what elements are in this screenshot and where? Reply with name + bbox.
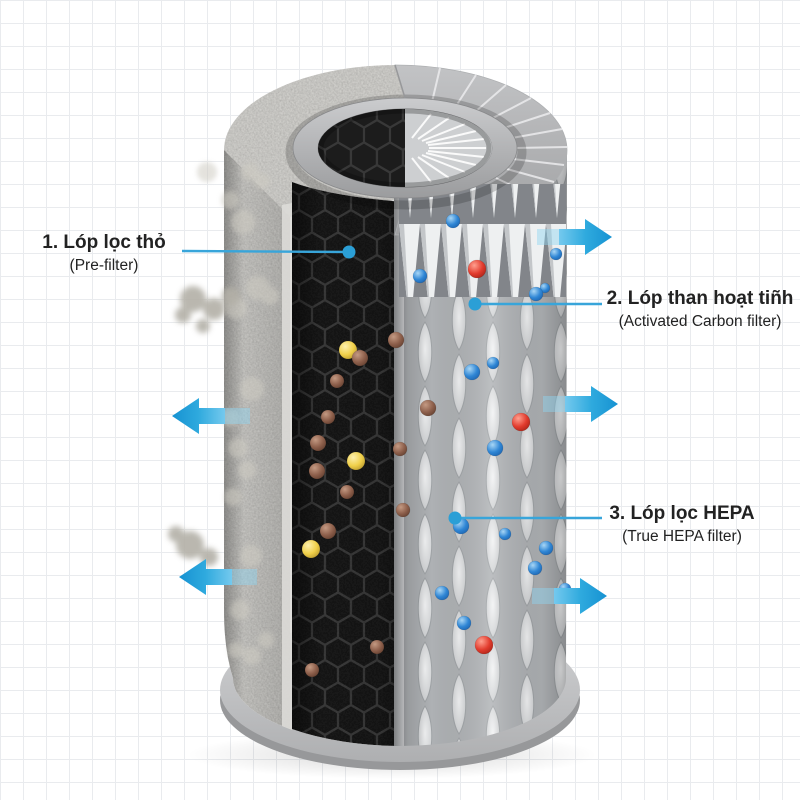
- airflow-arrow-right: [565, 386, 618, 422]
- foam-cut-edge: [282, 203, 292, 730]
- label-hepa: 3. Lóp lọc HEPA (True HEPA filter): [582, 502, 782, 546]
- label-activated-carbon: 2. Lóp than hoạt tiñh (Activated Carbon …: [600, 287, 800, 331]
- airflow-arrow-left: [172, 398, 225, 434]
- label-hepa-subtitle: (True HEPA filter): [622, 527, 742, 545]
- label-pre-filter-subtitle: (Pre-filter): [69, 256, 139, 274]
- carbon-shading: [292, 182, 403, 746]
- top-opening-pleats: [411, 113, 486, 183]
- leader-lines: [181, 245, 602, 525]
- dust-on-foam: [197, 162, 279, 665]
- airflow-arrow-right: [559, 219, 612, 255]
- airflow-arrows: [172, 219, 618, 614]
- label-activated-carbon-title: 2. Lóp than hoạt tiñh: [606, 288, 794, 309]
- layer-divider: [394, 198, 404, 746]
- label-pre-filter: 1. Lóp lọc thỏ (Pre-filter): [14, 231, 194, 275]
- label-hepa-title: 3. Lóp lọc HEPA: [609, 503, 755, 524]
- airflow-arrow-right: [554, 578, 607, 614]
- opening-inner-shadow: [318, 108, 492, 188]
- top-opening-carbon-texture: [318, 109, 405, 187]
- airflow-arrow-left: [179, 559, 232, 595]
- label-pre-filter-title: 1. Lóp lọc thỏ: [42, 232, 166, 253]
- cap-split-line: [394, 64, 406, 99]
- pollutant-particles: [301, 213, 572, 678]
- label-activated-carbon-subtitle: (Activated Carbon filter): [618, 312, 782, 330]
- pleat-tips-band: [399, 184, 566, 297]
